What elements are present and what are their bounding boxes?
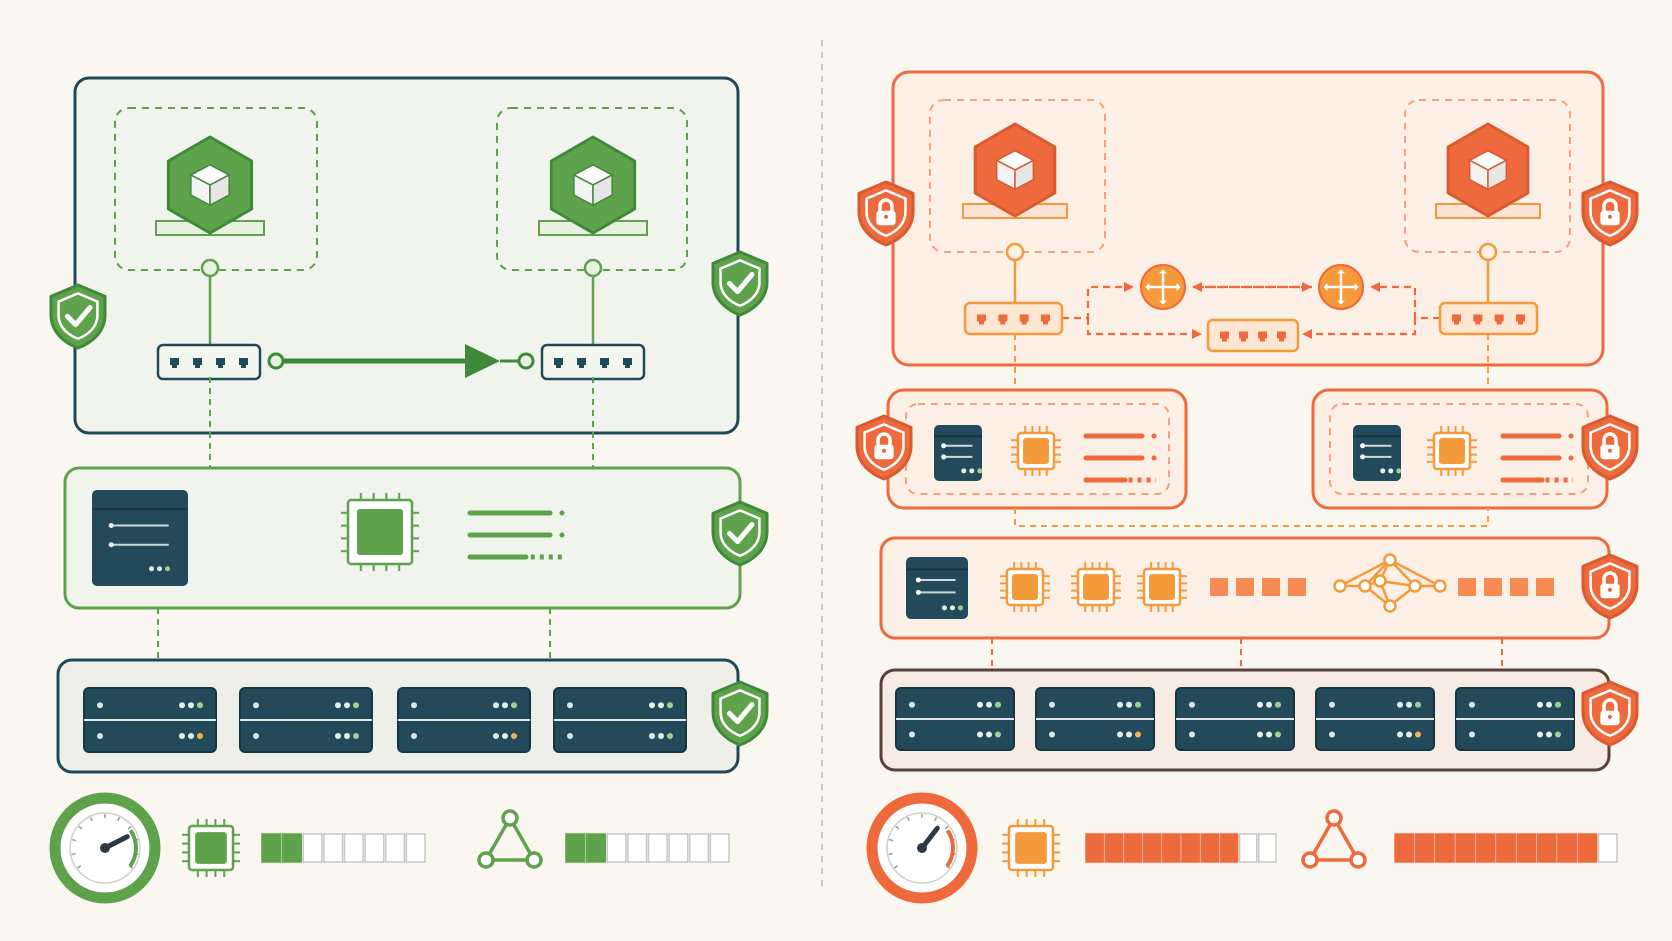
blurred-block-icon [1458,578,1554,596]
network-usage-bar [1394,833,1618,863]
left-workload-box-1 [114,107,318,271]
network-switch-icon [156,343,262,381]
left-panel-secure [49,76,769,904]
cpu-chip-icon [1000,562,1050,612]
server-rack-icon [906,557,968,619]
storage-server-icon [1455,687,1575,751]
network-switch-icon [540,343,646,381]
shield-check-icon [711,500,769,567]
blurred-block-icon [1210,578,1306,596]
shield-lock-icon [857,180,915,247]
cpu-chip-icon [1071,562,1121,612]
shield-lock-icon [1581,180,1639,247]
cpu-usage-bar [261,833,426,863]
shield-check-icon [711,250,769,317]
cpu-usage-bar [1085,833,1277,863]
left-node-dot [200,258,220,278]
server-rack-icon [934,425,983,481]
cpu-chip-icon [1002,819,1060,877]
mesh-network-icon [1333,553,1447,613]
network-usage-bar [565,833,730,863]
shield-lock-icon [1581,680,1639,747]
cpu-chip-icon [341,493,419,571]
network-switch-icon [1438,301,1539,336]
cpu-chip-icon [1427,426,1477,476]
router-arrows-icon [1140,264,1186,310]
speedometer-gauge-icon [49,792,161,904]
network-graph-icon [477,809,543,869]
text-lines-icon [1083,433,1157,483]
shield-lock-icon [1581,414,1639,481]
container-cube-icon [155,135,265,236]
shield-lock-icon [1581,553,1639,620]
right-workload-box-2 [1404,99,1571,253]
storage-server-icon [1035,687,1155,751]
cpu-chip-icon [1011,426,1061,476]
cpu-chip-icon [1137,562,1187,612]
container-cube-icon [538,135,648,236]
storage-server-icon [895,687,1015,751]
network-switch-icon [1206,318,1300,353]
storage-server-icon [397,687,531,753]
network-switch-icon [963,301,1064,336]
shield-check-icon [49,283,107,350]
shield-lock-icon [855,414,913,481]
container-cube-icon [962,122,1068,219]
container-cube-icon [1435,122,1541,219]
right-node-dot [583,258,603,278]
storage-server-icon [1315,687,1435,751]
router-arrows-icon [1318,264,1364,310]
shield-check-icon [711,680,769,747]
text-lines-icon [467,510,565,560]
storage-server-icon [553,687,687,753]
cpu-chip-icon [182,819,240,877]
server-rack-icon [92,490,188,586]
network-graph-icon [1301,809,1367,869]
speedometer-gauge-icon [866,792,978,904]
right-panel-locked [855,70,1639,904]
storage-server-icon [1175,687,1295,751]
routed-traffic-paths [1062,282,1440,339]
storage-server-icon [83,687,217,753]
storage-server-icon [239,687,373,753]
text-lines-icon [1500,433,1574,483]
server-rack-icon [1353,425,1402,481]
